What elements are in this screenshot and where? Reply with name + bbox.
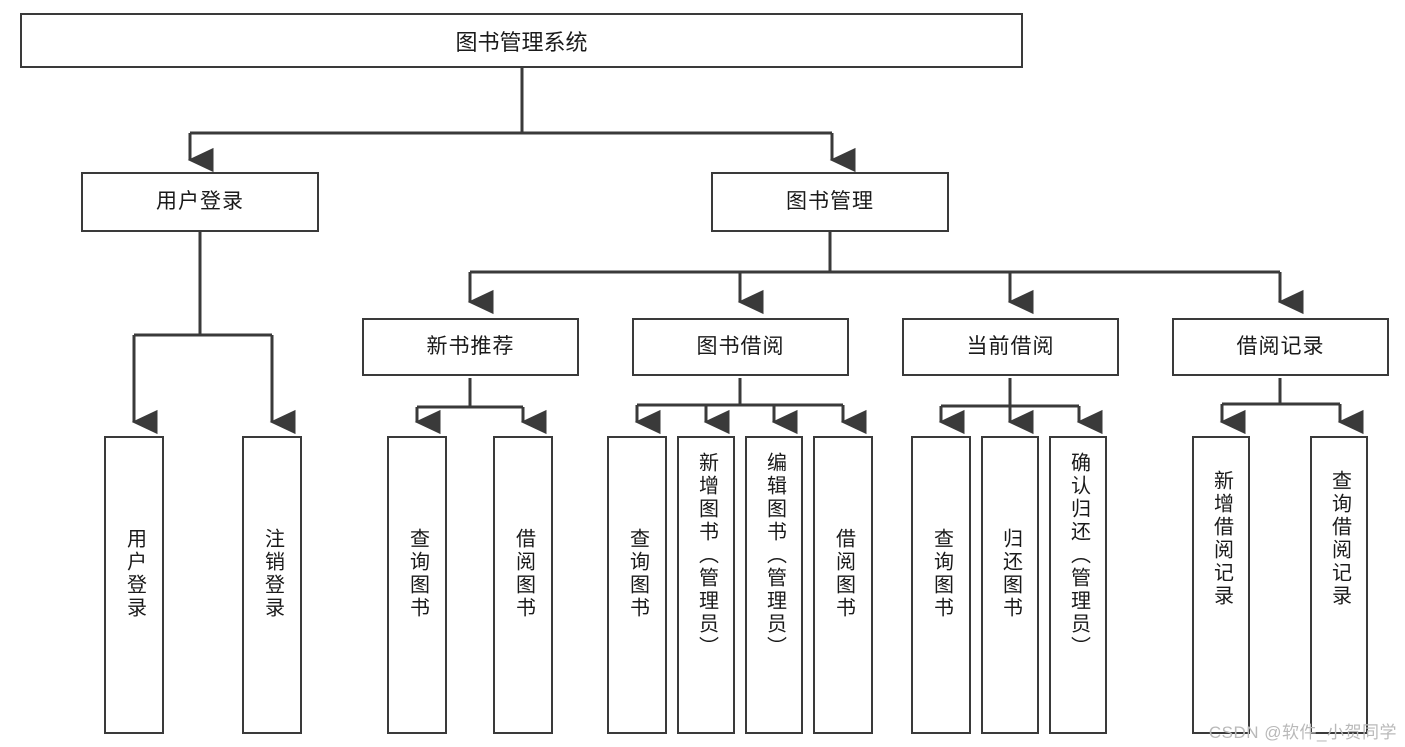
node-root-book-management-system[interactable]: 图书管理系统 [20, 13, 1023, 68]
node-current-borrow[interactable]: 当前借阅 [902, 318, 1119, 376]
leaf-book-borrow-add-book-admin[interactable]: 新增图书（管理员） [677, 436, 735, 734]
node-label: 确认归还（管理员） [1067, 452, 1090, 659]
node-new-book-recommend[interactable]: 新书推荐 [362, 318, 579, 376]
node-label: 查询借阅记录 [1328, 470, 1351, 608]
node-label: 归还图书 [999, 528, 1022, 620]
node-label: 用户登录 [156, 189, 244, 213]
node-label: 借阅图书 [832, 528, 855, 620]
leaf-current-borrow-confirm-return-admin[interactable]: 确认归还（管理员） [1049, 436, 1107, 734]
leaf-user-login-logout[interactable]: 注销登录 [242, 436, 302, 734]
node-user-login[interactable]: 用户登录 [81, 172, 319, 232]
node-label: 查询图书 [626, 528, 649, 620]
leaf-borrow-record-query-record[interactable]: 查询借阅记录 [1310, 436, 1368, 734]
node-label: 借阅图书 [512, 528, 535, 620]
leaf-book-borrow-edit-book-admin[interactable]: 编辑图书（管理员） [745, 436, 803, 734]
leaf-book-borrow-borrow-book[interactable]: 借阅图书 [813, 436, 873, 734]
leaf-new-book-borrow-book[interactable]: 借阅图书 [493, 436, 553, 734]
node-label: 查询图书 [406, 528, 429, 620]
node-label: 用户登录 [123, 528, 146, 620]
node-book-management[interactable]: 图书管理 [711, 172, 949, 232]
node-label: 图书管理 [786, 189, 874, 213]
node-label: 当前借阅 [966, 334, 1055, 358]
node-label: 借阅记录 [1236, 334, 1325, 358]
node-label: 图书借阅 [696, 334, 785, 358]
leaf-book-borrow-query-book[interactable]: 查询图书 [607, 436, 667, 734]
leaf-current-borrow-return-book[interactable]: 归还图书 [981, 436, 1039, 734]
node-label: 查询图书 [930, 528, 953, 620]
node-label: 编辑图书（管理员） [763, 452, 786, 659]
leaf-user-login-login[interactable]: 用户登录 [104, 436, 164, 734]
csdn-watermark: CSDN @软件_小贺同学 [1208, 723, 1397, 742]
node-book-borrow[interactable]: 图书借阅 [632, 318, 849, 376]
node-borrow-record[interactable]: 借阅记录 [1172, 318, 1389, 376]
leaf-current-borrow-query-book[interactable]: 查询图书 [911, 436, 971, 734]
node-label: 注销登录 [261, 528, 284, 620]
leaf-new-book-query-book[interactable]: 查询图书 [387, 436, 447, 734]
node-label: 新书推荐 [426, 334, 515, 358]
leaf-borrow-record-add-record[interactable]: 新增借阅记录 [1192, 436, 1250, 734]
node-label: 新增图书（管理员） [695, 452, 718, 659]
node-label: 图书管理系统 [455, 29, 588, 55]
node-label: 新增借阅记录 [1210, 470, 1233, 608]
